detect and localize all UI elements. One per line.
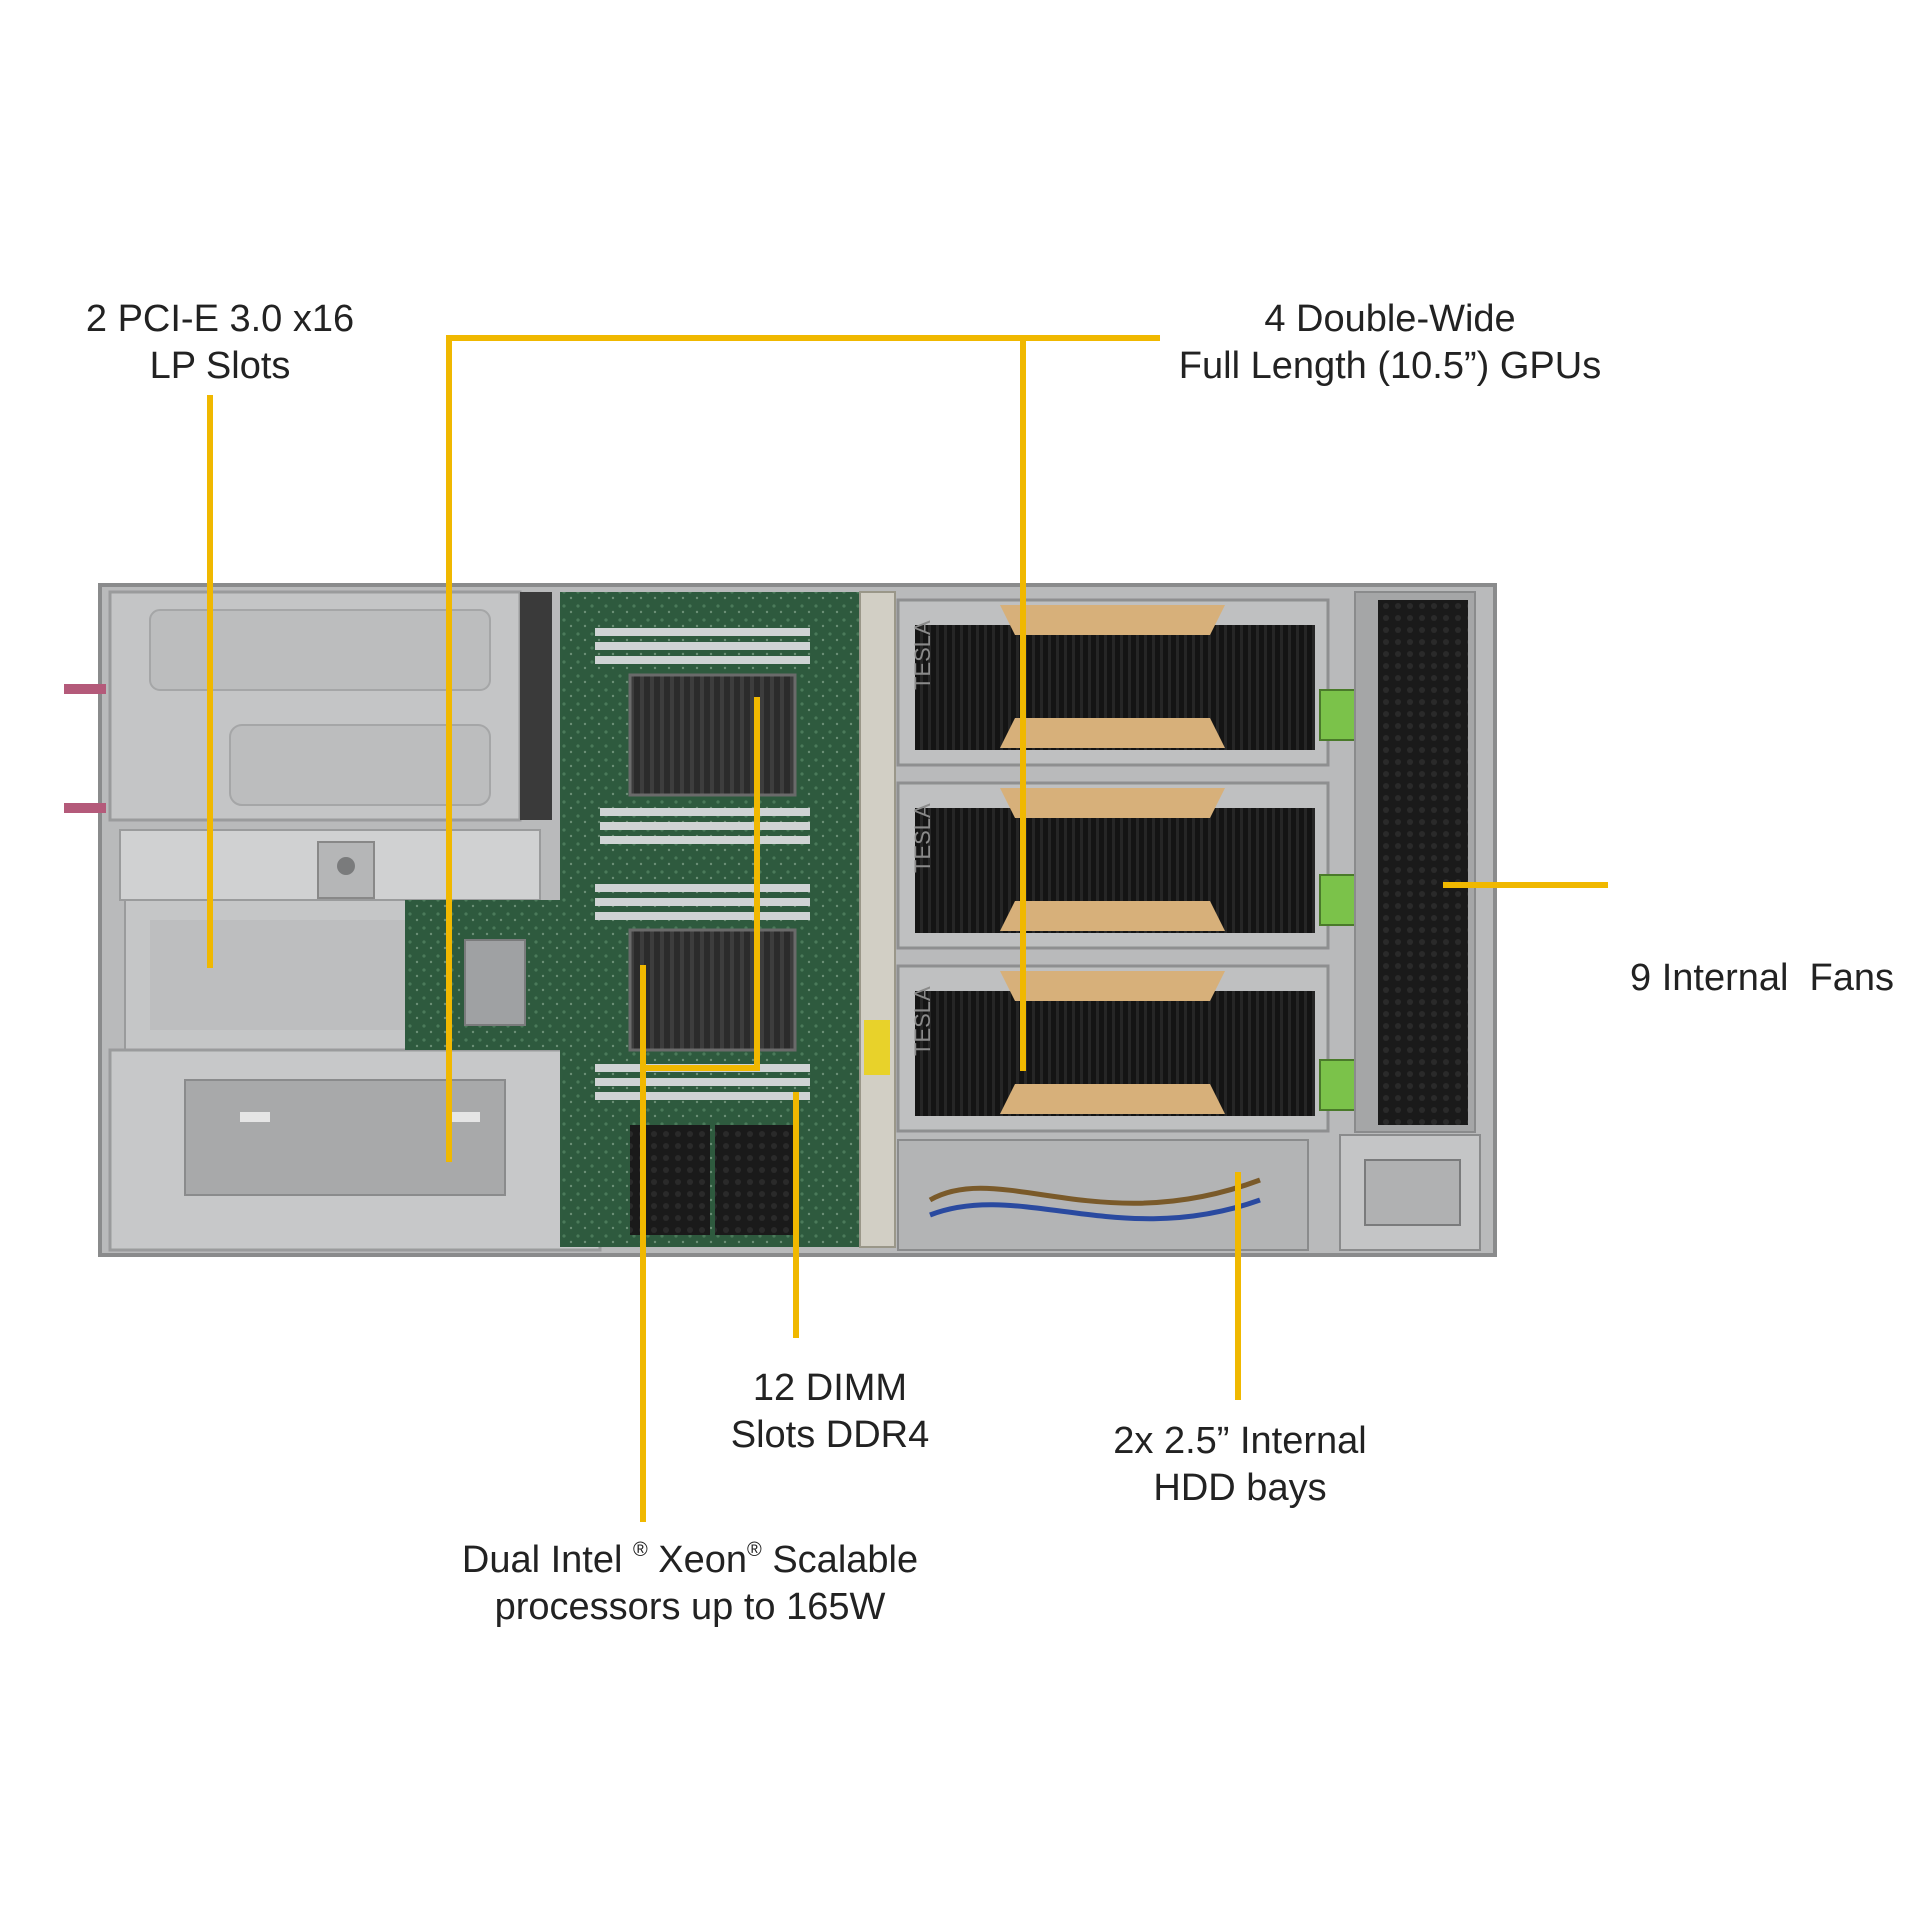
callout-cpu-line1-c: Scalable (761, 1539, 919, 1581)
callout-processors: Dual Intel ® Xeon® Scalable processors u… (420, 1537, 960, 1631)
gpu-brand-text: TESLA (910, 986, 935, 1056)
psu-dark-edge (520, 592, 552, 820)
gpu-latch (1319, 689, 1356, 741)
hdd-tray (897, 1139, 1309, 1251)
callout-pcie-slots: 2 PCI-E 3.0 x16 LP Slots (70, 296, 370, 390)
dimm-bank-top (595, 628, 810, 664)
callout-fans-line1: 9 Internal Fans (1630, 957, 1895, 999)
callout-pcie-line2: LP Slots (149, 345, 291, 387)
callout-hdd-bays: 2x 2.5” Internal HDD bays (1085, 1418, 1395, 1512)
callout-pcie-line1: 2 PCI-E 3.0 x16 (85, 298, 355, 340)
leader-line-cpu (643, 697, 760, 1071)
dimm-bank-mid-upper (600, 808, 810, 844)
callout-gpus: 4 Double-Wide Full Length (10.5”) GPUs (1150, 296, 1630, 390)
riser-lock-hole (337, 857, 355, 875)
gpu-bay-2: TESLA (896, 781, 1330, 950)
callout-dimm-line1: 12 DIMM (752, 1367, 908, 1409)
callout-cpu-line2: processors up to 165W (494, 1586, 886, 1628)
cpu-heatsink-2 (628, 928, 797, 1052)
pdb-cutout (450, 1112, 480, 1122)
callout-hdd-line1: 2x 2.5” Internal (1113, 1420, 1367, 1462)
leader-line-gpus (446, 335, 1160, 1162)
callout-cpu-line1-a: Dual Intel (461, 1539, 633, 1581)
leader-lines (207, 335, 1608, 1522)
left-handle-bottom (64, 803, 106, 813)
registered-mark: ® (632, 1539, 648, 1561)
fan-column-fans (1378, 600, 1468, 1125)
hdd-bay-slot (1364, 1159, 1461, 1226)
callout-cpu-line1-b: Xeon (647, 1539, 748, 1581)
center-rail-tag (864, 1020, 890, 1075)
pdb-plate (184, 1079, 506, 1196)
chipset-heatsink (464, 939, 526, 1026)
cpu-heatsink-1 (628, 673, 797, 797)
callout-cpu-line1: Dual Intel ® Xeon® Scalable (420, 1537, 960, 1584)
board-fan-right (715, 1125, 795, 1235)
callout-gpus-line2: Full Length (10.5”) GPUs (1178, 345, 1602, 387)
hdd-cables (928, 1177, 1261, 1206)
center-rail (859, 591, 896, 1248)
callout-hdd-line2: HDD bays (1153, 1467, 1327, 1509)
callout-gpus-line1: 4 Double-Wide (1264, 298, 1516, 340)
gpu-brand-text: TESLA (910, 803, 935, 873)
lp-slot-card (150, 920, 410, 1030)
pdb-cutout (240, 1112, 270, 1122)
registered-mark: ® (747, 1539, 762, 1561)
gpu-bay-3: TESLA (896, 964, 1330, 1133)
dimm-bank-mid-lower (595, 884, 810, 920)
psu-cage-recess (149, 609, 491, 691)
left-handle-top (64, 684, 106, 694)
psu-cage-recess (229, 724, 491, 806)
gpu-brand-text: TESLA (910, 620, 935, 690)
server-chassis: TESLA TESLA TESLA (64, 583, 1497, 1257)
callout-dimm-slots: 12 DIMM Slots DDR4 (700, 1365, 960, 1459)
gpu-latch (1319, 874, 1356, 926)
callout-fans: 9 Internal Fans (1630, 861, 1910, 1049)
callout-dimm-line2: Slots DDR4 (730, 1414, 930, 1456)
gpu-bay-1: TESLA (896, 598, 1330, 767)
gpu-latch (1319, 1059, 1356, 1111)
hdd-cables (929, 1197, 1261, 1222)
